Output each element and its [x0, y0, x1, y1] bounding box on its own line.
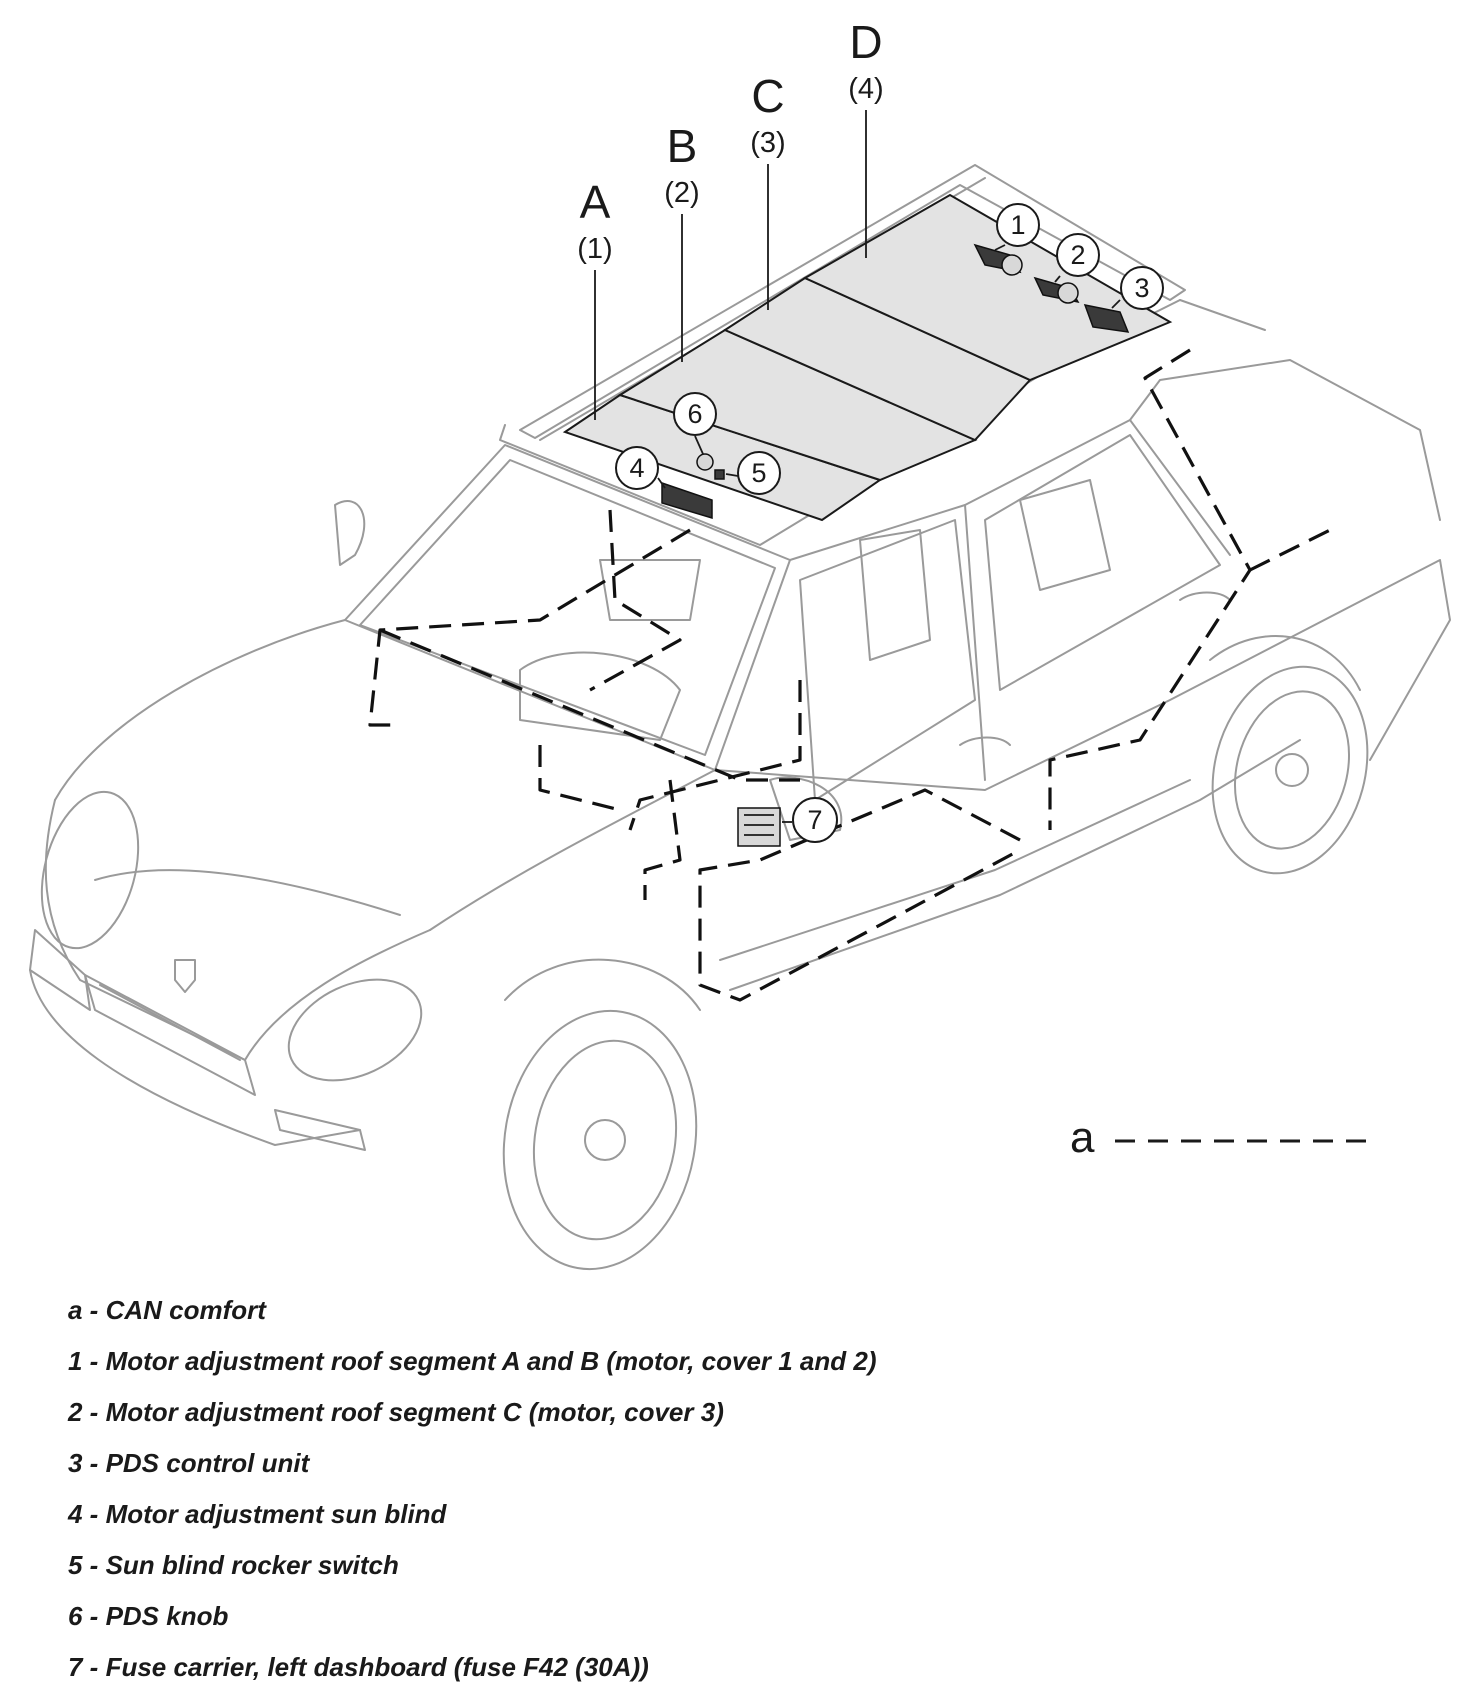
callout-3-circle: [1120, 266, 1164, 310]
callout-3: 3: [1134, 273, 1149, 303]
roof-system-diagram: A (1) B (2) C (3) D (4) 1 2 3 4 5 6: [29, 16, 1451, 1271]
segment-c-number: (3): [750, 127, 785, 159]
roof-panels: [562, 193, 1173, 522]
sun-blind-motor-icon: [661, 481, 713, 520]
legend-item-1: 1 - Motor adjustment roof segment A and …: [68, 1346, 877, 1376]
roof-segment-d-panel: [802, 193, 1173, 382]
segment-d-number: (4): [848, 73, 883, 105]
segment-a-number: (1): [577, 233, 612, 265]
pds-knob-icon: [696, 453, 714, 471]
legend-item-5: 5 - Sun blind rocker switch: [68, 1550, 399, 1580]
line-key-label: a: [1070, 1113, 1095, 1162]
callout-5-circle: [737, 451, 781, 495]
roof-motor-1-gear-icon: [1001, 254, 1023, 276]
callout-4-circle: [615, 446, 659, 490]
pds-control-unit-icon: [1083, 304, 1130, 333]
car-illustration: [29, 164, 1451, 1271]
callout-1-circle: [996, 203, 1040, 247]
components: [661, 243, 1130, 847]
legend-item-4: 4 - Motor adjustment sun blind: [68, 1499, 447, 1529]
segment-b-letter: B: [667, 120, 698, 172]
callout-7: 7: [807, 805, 822, 835]
callout-2-circle: [1056, 233, 1100, 277]
segment-b-number: (2): [664, 177, 699, 209]
rocker-switch-icon: [714, 469, 725, 480]
legend-item-3: 3 - PDS control unit: [68, 1448, 310, 1478]
line-type-key: a: [1070, 1113, 1375, 1162]
segment-a-letter: A: [580, 176, 611, 228]
callout-4: 4: [629, 453, 644, 483]
callout-7-circle: [792, 797, 838, 843]
callout-6-circle: [673, 392, 717, 436]
legend-item-2: 2 - Motor adjustment roof segment C (mot…: [68, 1397, 724, 1427]
legend: a - CAN comfort 1 - Motor adjustment roo…: [68, 1285, 1398, 1693]
callouts: 1 2 3 4 5 6 7: [615, 203, 1164, 843]
roof-motor-2-gear-icon: [1057, 282, 1079, 304]
callout-5: 5: [751, 458, 766, 488]
segment-labels: A (1) B (2) C (3) D (4): [577, 16, 884, 420]
legend-item-a: a - CAN comfort: [68, 1295, 266, 1325]
segment-c-letter: C: [751, 70, 784, 122]
callout-1: 1: [1010, 210, 1025, 240]
callout-2: 2: [1070, 240, 1085, 270]
legend-item-7: 7 - Fuse carrier, left dashboard (fuse F…: [68, 1652, 649, 1682]
fuse-carrier-icon: [737, 807, 781, 847]
can-comfort-wiring: [368, 348, 1331, 1002]
callout-6: 6: [687, 399, 702, 429]
segment-d-letter: D: [849, 16, 882, 68]
legend-item-6: 6 - PDS knob: [68, 1601, 229, 1631]
